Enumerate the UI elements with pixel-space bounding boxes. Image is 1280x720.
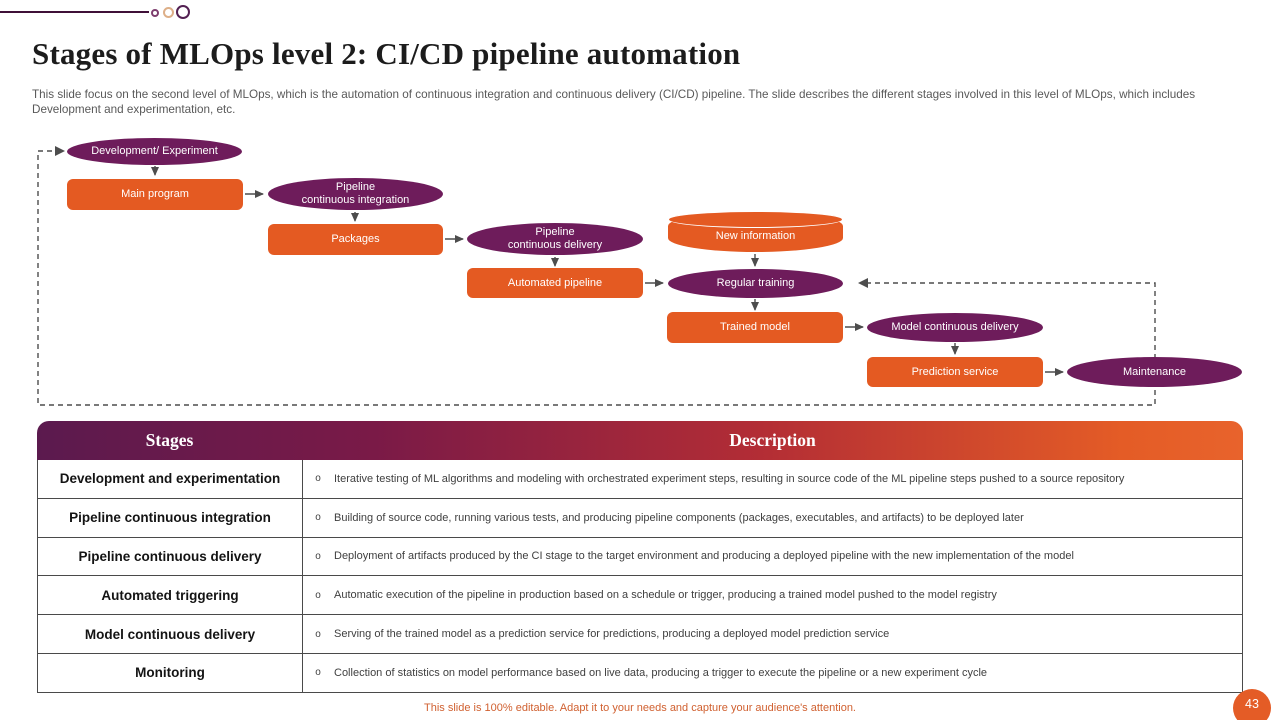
node-automated-pipeline: Automated pipeline	[467, 268, 643, 298]
description-cell: o Collection of statistics on model perf…	[303, 654, 1242, 692]
description-cell: o Deployment of artifacts produced by th…	[303, 538, 1242, 576]
dashed-feedback-path	[37, 150, 1156, 406]
mlops-flowchart: Development/ Experiment Main program Pip…	[0, 130, 1280, 415]
table-row: Model continuous delivery o Serving of t…	[38, 615, 1242, 654]
node-label: Trained model	[720, 321, 790, 334]
page-subtitle: This slide focus on the second level of …	[32, 88, 1196, 116]
page-title: Stages of MLOps level 2: CI/CD pipeline …	[32, 36, 741, 71]
node-label: Automated pipeline	[507, 276, 603, 289]
node-packages: Packages	[268, 224, 443, 255]
description-text: Automatic execution of the pipeline in p…	[334, 589, 997, 602]
description-text: Building of source code, running various…	[334, 511, 1024, 524]
deco-ring-medium-icon	[163, 7, 174, 18]
node-prediction-service: Prediction service	[867, 357, 1043, 387]
node-label: Development/ Experiment	[91, 145, 218, 158]
table-row: Automated triggering o Automatic executi…	[38, 576, 1242, 616]
stages-table: Stages Description Development and exper…	[37, 421, 1243, 693]
description-cell: o Iterative testing of ML algorithms and…	[303, 460, 1242, 498]
node-label: Pipeline continuous delivery	[507, 226, 603, 251]
bullet-marker: o	[315, 550, 321, 562]
table-row: Development and experimentation o Iterat…	[38, 460, 1242, 499]
bullet-marker: o	[315, 512, 321, 524]
bullet-marker: o	[315, 589, 321, 601]
page-number-badge: 43	[1233, 689, 1271, 720]
footer-note: This slide is 100% editable. Adapt it to…	[424, 702, 856, 714]
node-pipeline-continuous-integration: Pipeline continuous integration	[268, 178, 443, 210]
stage-cell: Development and experimentation	[38, 460, 303, 498]
node-model-continuous-delivery: Model continuous delivery	[867, 313, 1043, 342]
node-main-program: Main program	[67, 179, 243, 210]
deco-ring-small-icon	[151, 9, 159, 17]
description-text: Serving of the trained model as a predic…	[334, 628, 890, 641]
column-header-description: Description	[729, 430, 816, 450]
table-row: Pipeline continuous delivery o Deploymen…	[38, 537, 1242, 577]
node-label: New information	[715, 229, 796, 242]
node-new-information: New information	[668, 211, 843, 252]
bullet-marker: o	[315, 473, 321, 485]
description-text: Iterative testing of ML algorithms and m…	[334, 472, 1125, 485]
stage-cell: Pipeline continuous delivery	[38, 537, 303, 576]
stage-cell: Automated triggering	[38, 576, 303, 615]
bullet-marker: o	[315, 667, 321, 679]
node-label: Maintenance	[1123, 365, 1186, 378]
node-label: Pipeline continuous integration	[301, 181, 410, 206]
bullet-marker: o	[315, 628, 321, 640]
table-header-row: Stages Description	[37, 421, 1243, 460]
node-pipeline-continuous-delivery: Pipeline continuous delivery	[467, 223, 643, 255]
stage-cell: Pipeline continuous integration	[38, 498, 303, 537]
table-row: Pipeline continuous integration o Buildi…	[38, 498, 1242, 538]
node-label: Model continuous delivery	[891, 321, 1019, 334]
description-cell: o Serving of the trained model as a pred…	[303, 615, 1242, 653]
node-development-experiment: Development/ Experiment	[67, 138, 242, 165]
flowchart-connectors	[37, 146, 1156, 406]
dashed-arrowhead-left	[858, 278, 868, 288]
description-text: Deployment of artifacts produced by the …	[334, 550, 1074, 563]
deco-ring-large-icon	[176, 5, 190, 19]
description-text: Collection of statistics on model perfor…	[334, 666, 988, 679]
node-trained-model: Trained model	[667, 312, 843, 343]
stage-cell: Monitoring	[38, 653, 303, 692]
top-divider-line	[0, 11, 149, 13]
node-maintenance: Maintenance	[1067, 357, 1242, 387]
description-cell: o Building of source code, running vario…	[303, 499, 1242, 537]
node-label: Prediction service	[911, 365, 999, 378]
description-cell: o Automatic execution of the pipeline in…	[303, 576, 1242, 614]
node-regular-training: Regular training	[668, 269, 843, 298]
stage-cell: Model continuous delivery	[38, 615, 303, 653]
column-header-stages: Stages	[145, 430, 194, 450]
dashed-arrowhead-right	[55, 146, 65, 156]
node-label: Regular training	[716, 277, 795, 290]
table-body: Development and experimentation o Iterat…	[37, 460, 1243, 693]
cylinder-top	[668, 211, 843, 228]
table-row: Monitoring o Collection of statistics on…	[38, 653, 1242, 692]
node-label: Main program	[121, 188, 189, 201]
node-label: Packages	[331, 233, 380, 246]
